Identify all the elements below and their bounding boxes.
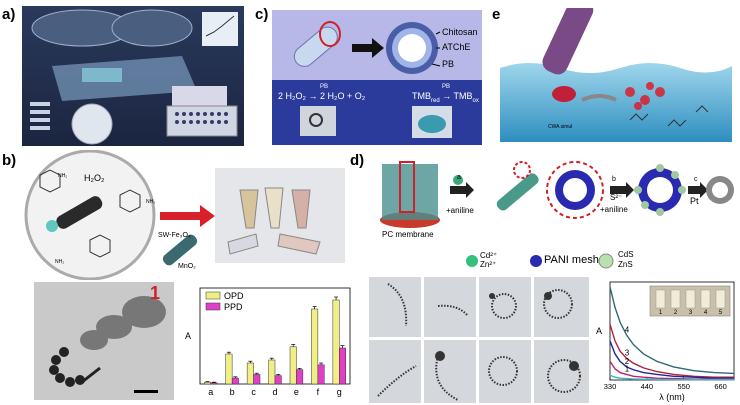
nh2-label-3: NH₂ bbox=[55, 259, 65, 265]
step-c-label: c bbox=[694, 176, 698, 183]
bar-ppd bbox=[317, 364, 325, 385]
nh2-label-2: NH₂ bbox=[146, 199, 156, 205]
aniline-b-label: +aniline bbox=[600, 205, 628, 214]
panel-d-micrographs bbox=[368, 276, 590, 404]
chitosan-label: Chitosan bbox=[442, 27, 478, 37]
inset-vial-label: 4 bbox=[704, 310, 708, 316]
series-label-4: 4 bbox=[625, 325, 630, 334]
panel-b-reaction-illustration bbox=[24, 150, 345, 280]
bar-ppd bbox=[253, 374, 261, 385]
reaction-tmb: TMBred → TMBox bbox=[412, 91, 479, 104]
series-label-2: 2 bbox=[625, 357, 630, 366]
panel-b-micrograph bbox=[34, 282, 174, 400]
step-b-label: b bbox=[612, 176, 616, 183]
series-line-2 bbox=[609, 340, 734, 379]
inset-vial-label: 5 bbox=[719, 310, 723, 316]
series-line-3 bbox=[609, 323, 734, 378]
panel-d-label: d) bbox=[350, 152, 365, 169]
atche-label: ATChE bbox=[442, 42, 471, 52]
aniline-a-label: +aniline bbox=[446, 206, 474, 215]
tmb-arrow: → bbox=[442, 91, 454, 101]
bar-x-tick-label: g bbox=[337, 387, 342, 397]
h2o2-label: H₂O₂ bbox=[84, 173, 105, 183]
pt-label: Pt bbox=[690, 196, 699, 206]
panel-a-illustration bbox=[22, 6, 244, 146]
legend-swatch-ppd bbox=[205, 302, 221, 311]
tmb-ox: TMBox bbox=[453, 91, 479, 104]
series-line-4 bbox=[609, 286, 735, 375]
x-tick-label: 660 bbox=[714, 382, 727, 391]
mno2-label: MnO₂ bbox=[178, 263, 196, 270]
series-line-5 bbox=[609, 374, 734, 381]
bar-ppd bbox=[274, 375, 282, 385]
bar-x-tick-label: a bbox=[208, 387, 213, 397]
inset-vial-label: 1 bbox=[659, 310, 663, 316]
line-x-axis-label: λ (nm) bbox=[659, 392, 685, 402]
panel-d-synthesis-scheme bbox=[380, 161, 734, 228]
panel-a-label: a) bbox=[2, 6, 16, 23]
bar-opd bbox=[246, 362, 254, 385]
bar-ppd bbox=[296, 369, 304, 385]
inset-vial bbox=[685, 289, 696, 309]
series-label-1: 1 bbox=[625, 364, 630, 373]
sw-fe3o4-label: SW-Fe₃O₄ bbox=[158, 232, 191, 239]
inset-vial bbox=[670, 289, 681, 309]
inset-vial bbox=[700, 289, 711, 309]
panel-d-legend-icons bbox=[466, 253, 614, 269]
pb-label: PB bbox=[442, 59, 455, 69]
bar-opd bbox=[268, 359, 276, 385]
bar-opd bbox=[225, 353, 233, 385]
reaction-tmb-catalyst: PB bbox=[442, 84, 451, 90]
tmb-red: TMBred bbox=[412, 91, 440, 104]
inset-vial bbox=[715, 289, 726, 309]
legend-swatch-opd bbox=[205, 291, 221, 300]
pc-membrane-label: PC membrane bbox=[382, 230, 434, 239]
step-a-label: a bbox=[457, 174, 461, 181]
bar-x-tick-label: b bbox=[230, 387, 235, 397]
legend-zns: ZnS bbox=[618, 260, 633, 269]
panel-c-label: c) bbox=[255, 6, 269, 23]
legend-ions: Cd²⁺ Zn²⁺ bbox=[480, 251, 498, 269]
line-y-axis-label: A bbox=[596, 326, 602, 336]
bar-y-axis-label: A bbox=[185, 331, 191, 341]
bar-opd bbox=[289, 346, 297, 385]
legend-label-ppd: PPD bbox=[224, 302, 243, 312]
inset-vial-label: 3 bbox=[689, 310, 693, 316]
legend-pani-mesh: PANI mesh bbox=[544, 254, 599, 266]
panel-b-label: b) bbox=[2, 152, 17, 169]
cwa-simulant-label: CWA simul bbox=[548, 124, 573, 130]
bar-opd bbox=[332, 299, 340, 385]
x-tick-label: 440 bbox=[641, 382, 654, 391]
bar-x-tick-label: c bbox=[251, 387, 256, 397]
inset-vial-label: 2 bbox=[674, 310, 678, 316]
frame-number: 1 bbox=[150, 283, 161, 303]
panel-c-illustration bbox=[272, 10, 482, 145]
x-tick-label: 330 bbox=[604, 382, 617, 391]
bar-x-tick-label: d bbox=[272, 387, 277, 397]
nh2-label-1: NH₂ bbox=[58, 173, 68, 179]
bar-opd bbox=[204, 381, 211, 385]
legend-cds: CdS bbox=[618, 250, 634, 259]
series-label-3: 3 bbox=[625, 349, 630, 358]
legend-label-opd: OPD bbox=[224, 291, 244, 301]
bar-opd bbox=[311, 308, 319, 385]
bar-x-tick-label: f bbox=[317, 387, 320, 397]
bar-x-tick-label: e bbox=[294, 387, 299, 397]
panel-e-illustration bbox=[500, 8, 732, 142]
x-tick-label: 550 bbox=[677, 382, 690, 391]
bar-ppd bbox=[210, 382, 218, 385]
bar-ppd bbox=[339, 347, 346, 385]
s2-label: S²⁻ bbox=[610, 193, 623, 202]
reaction-h2o2-catalyst: PB bbox=[320, 84, 329, 90]
inset-vial bbox=[655, 289, 666, 309]
reaction-h2o2: 2 H₂O₂ → 2 H₂O + O₂ bbox=[278, 91, 366, 101]
bar-ppd bbox=[231, 377, 239, 385]
